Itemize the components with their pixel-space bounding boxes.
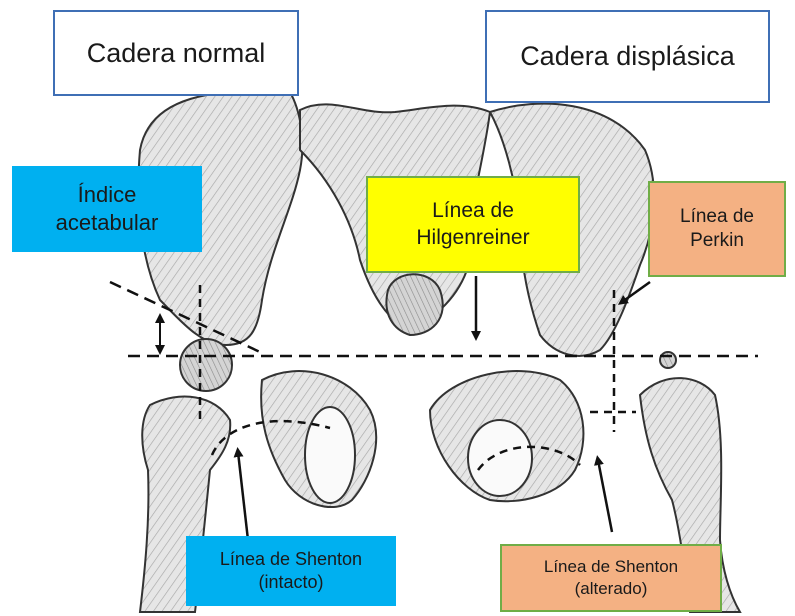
normal-hip-label: Cadera normal bbox=[53, 10, 299, 96]
right-femoral-head bbox=[660, 352, 676, 368]
shenton-altered-line-2: (alterado) bbox=[575, 578, 648, 600]
perkin-line-2: Perkin bbox=[690, 229, 744, 253]
shenton-altered-line-1: Línea de Shenton bbox=[544, 556, 678, 578]
perkin-label: Línea de Perkin bbox=[648, 181, 786, 277]
shenton-intact-line-2: (intacto) bbox=[258, 571, 323, 594]
left-femoral-head bbox=[180, 339, 232, 391]
shenton-altered-label: Línea de Shenton (alterado) bbox=[500, 544, 722, 612]
hilgenreiner-line-2: Hilgenreiner bbox=[416, 225, 529, 252]
acetabular-index-label: Índice acetabular bbox=[12, 166, 202, 252]
left-obturator-foramen bbox=[305, 407, 355, 503]
acetabular-index-line-2: acetabular bbox=[56, 209, 159, 237]
hilgenreiner-label: Línea de Hilgenreiner bbox=[366, 176, 580, 273]
coccyx bbox=[386, 274, 442, 335]
dysplastic-hip-text: Cadera displásica bbox=[520, 39, 735, 74]
acetabular-index-line-1: Índice bbox=[78, 181, 137, 209]
perkin-line-1: Línea de bbox=[680, 205, 754, 229]
shenton-altered-arrow bbox=[598, 460, 612, 532]
shenton-intact-line-1: Línea de Shenton bbox=[220, 548, 362, 571]
shenton-intact-arrow bbox=[238, 452, 248, 540]
right-obturator-foramen bbox=[468, 420, 532, 496]
shenton-intact-label: Línea de Shenton (intacto) bbox=[186, 536, 396, 606]
normal-hip-text: Cadera normal bbox=[87, 36, 266, 71]
hilgenreiner-line-1: Línea de bbox=[432, 198, 514, 225]
dysplastic-hip-label: Cadera displásica bbox=[485, 10, 770, 103]
